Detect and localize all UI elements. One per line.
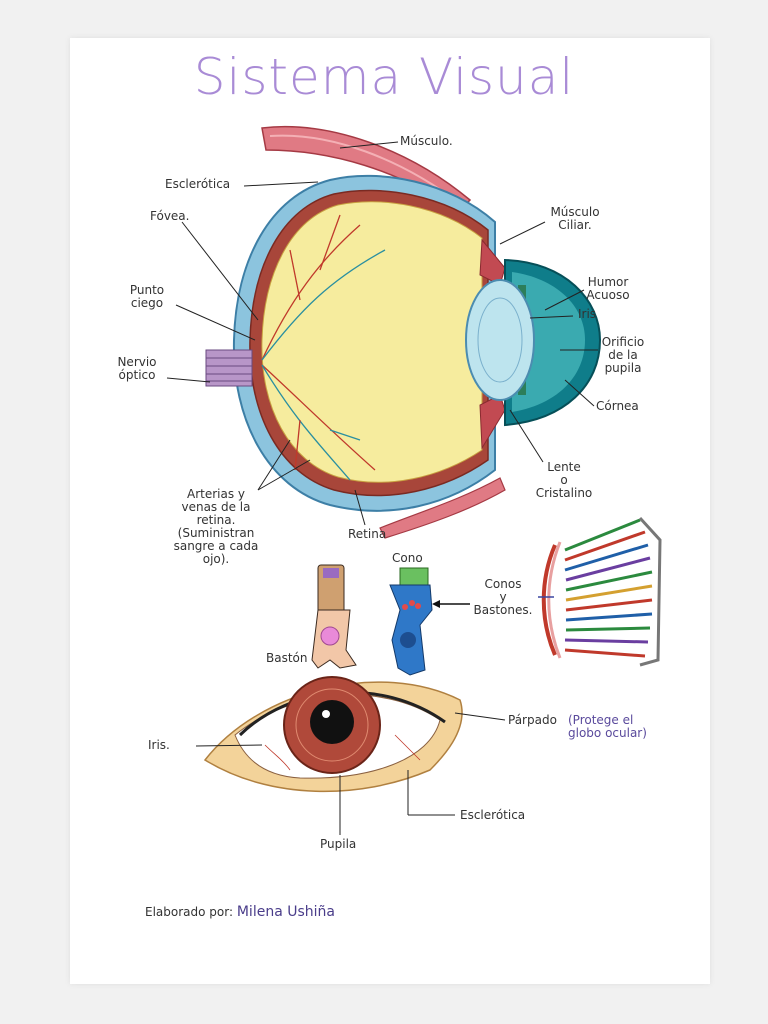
credit-prefix: Elaborado por: (145, 905, 234, 919)
credit-line: Elaborado por: Milena Ushiña (145, 904, 335, 920)
label-iris-bottom: Iris. (148, 738, 170, 752)
label-lente-cristalino: Lente o Cristalino (535, 460, 593, 500)
label-musculo: Músculo. (400, 134, 453, 148)
label-musculo-ciliar: Músculo Ciliar. (550, 205, 600, 232)
credit-name: Milena Ushiña (236, 904, 335, 920)
label-parpado: Párpado (508, 713, 557, 727)
label-orificio-pupila: Orificio de la pupila (601, 335, 645, 375)
label-nervio-optico: Nervio óptico (117, 355, 157, 382)
cone-arrowhead (432, 600, 440, 608)
label-pupila: Pupila (320, 837, 357, 851)
external-eye (195, 676, 506, 835)
cones-rods-array (538, 516, 662, 667)
rod-cell (311, 564, 357, 669)
leader-lines (166, 141, 598, 526)
label-punto-ciego: Punto ciego (129, 283, 165, 310)
label-fovea: Fóvea. (150, 209, 190, 223)
retinal-vessels (261, 214, 386, 481)
vitreous-body (261, 201, 483, 483)
lower-muscle (379, 477, 506, 539)
label-conos-bastones: Conos y Bastones. (473, 577, 533, 617)
eye-cross-section (166, 125, 602, 539)
label-humor-acuoso: Humor Acuoso (586, 275, 630, 302)
lens (465, 279, 535, 401)
optic-nerve (205, 349, 253, 387)
label-cornea: Córnea (596, 399, 639, 413)
label-esclerotica-bottom: Esclerótica (460, 808, 526, 822)
label-iris-top: Iris (578, 307, 597, 321)
label-baston: Bastón (266, 651, 308, 665)
cone-cell (389, 567, 433, 676)
page-title: Sistema Visual (193, 48, 575, 106)
label-esclerotica-top: Esclerótica (165, 177, 231, 191)
label-arterias-venas: Arterias y venas de la retina. (Suminist… (173, 487, 259, 566)
label-cono: Cono (392, 551, 423, 565)
label-parpado-note: (Protege el globo ocular) (568, 713, 647, 740)
label-retina: Retina (348, 527, 387, 541)
